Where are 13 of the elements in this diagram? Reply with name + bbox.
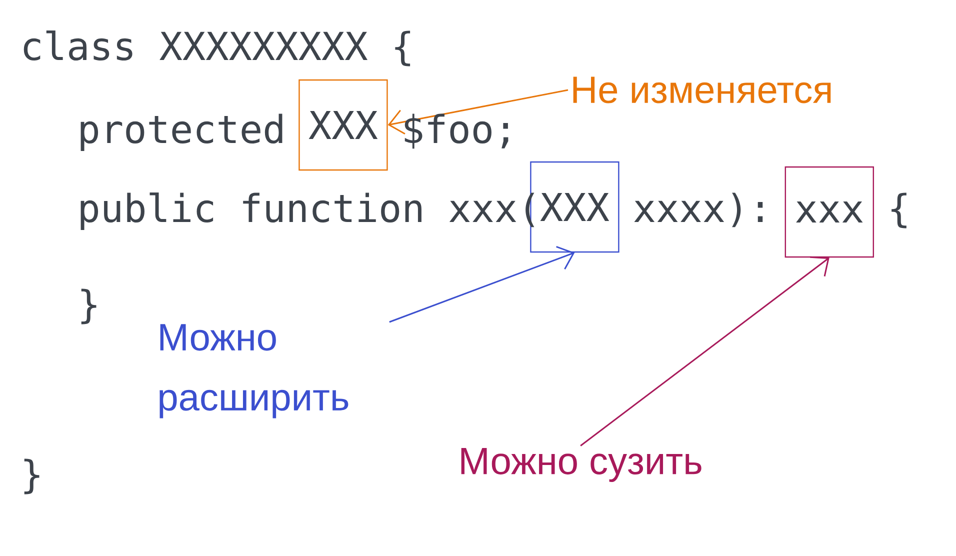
annotation-text: Можно сузить: [461, 448, 702, 482]
annotation-text: Не изменяется: [573, 76, 831, 104]
arrow: [389, 246, 575, 323]
arrow: [580, 256, 830, 446]
code-text: $foo;: [404, 114, 508, 149]
code-text: xxxx):: [634, 192, 763, 228]
code-text: class XXXXXXXXX {: [24, 30, 410, 66]
annotation-text: Можно расширить: [160, 324, 348, 418]
highlight-box: xxx: [784, 166, 874, 258]
arrow: [388, 89, 568, 135]
highlight-box: XXX: [298, 79, 388, 171]
code-text: }: [81, 288, 96, 324]
code-text: }: [24, 458, 40, 494]
